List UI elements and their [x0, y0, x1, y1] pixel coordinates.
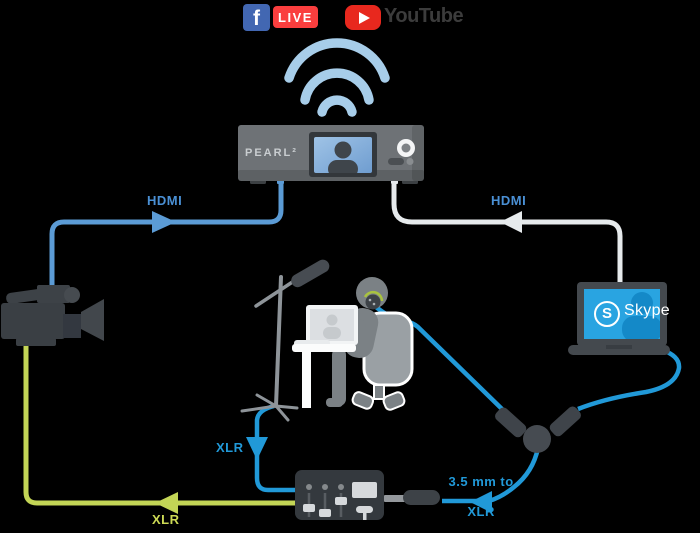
skype-logo-icon: S [594, 301, 620, 327]
wifi-icon [284, 38, 390, 117]
laptop-base [568, 345, 670, 355]
facebook-icon: f [243, 4, 270, 31]
mixer-faders [303, 482, 377, 520]
xlr-label-camera: XLR [152, 512, 180, 527]
arrow-left-icon [155, 492, 178, 514]
pearl-screen-person-silhouette [328, 141, 358, 173]
boom-mic-stand [240, 259, 330, 422]
presenter-desk-scene [292, 277, 414, 411]
xlr-label-mic: XLR [216, 440, 244, 455]
audio-cable-splitter-mixer [442, 447, 541, 513]
video-camera-icon [1, 285, 104, 346]
xlr-cable-mixer-camera [23, 346, 296, 514]
youtube-wordmark: YouTube [384, 5, 464, 27]
skype-laptop [568, 282, 670, 355]
audio-cable-laptop [577, 347, 682, 412]
arrow-left-icon [470, 491, 492, 513]
arrow-down-icon [246, 437, 268, 460]
arrow-right-icon [152, 211, 176, 233]
hdmi-label-skype: HDMI [491, 193, 527, 208]
adapter-label-line1: 3.5 mm to [448, 474, 514, 489]
earpiece-icon [365, 294, 381, 310]
hdmi-label-camera: HDMI [147, 193, 183, 208]
shotgun-mic-icon [291, 259, 330, 288]
pearl-device [238, 125, 424, 184]
adapter-label: 3.5 mm to XLR [436, 459, 518, 519]
skype-wordmark: Skype [624, 302, 670, 319]
arrow-left-icon [500, 211, 522, 233]
adapter-label-line2: XLR [467, 504, 495, 519]
audio-mixer [295, 470, 384, 520]
desk-top [292, 344, 356, 352]
youtube-play-icon [345, 5, 381, 30]
hdmi-cable-camera [49, 180, 284, 290]
xlr-cable-mic-mixer [246, 403, 296, 493]
earpiece-hook [363, 290, 384, 302]
chair-pedestal [373, 384, 385, 400]
pearl-brand-label: PEARL² [245, 147, 298, 159]
skype-screen-person-silhouette [622, 292, 660, 339]
hdmi-cable-skype [391, 184, 623, 284]
audio-splitter-icon [495, 406, 581, 453]
facebook-live-badge: LIVE [273, 6, 318, 28]
pearl-port [388, 158, 404, 165]
desk-leg [302, 352, 311, 408]
mixer-display [352, 482, 377, 498]
audio-plug-3-5mm [384, 490, 440, 505]
